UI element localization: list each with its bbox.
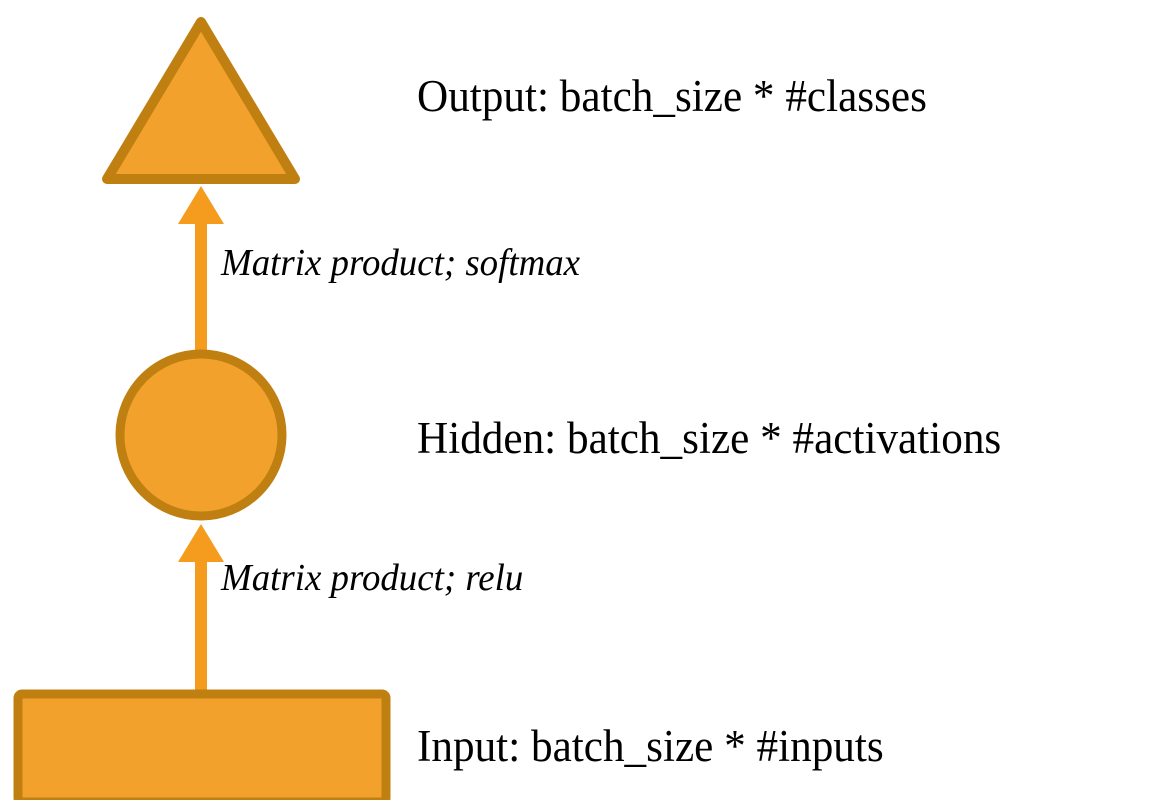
- node-label-hidden: Hidden: batch_size * #activations: [417, 413, 1002, 463]
- arrow-shaft-hidden-to-output: [195, 215, 207, 355]
- edge-input-to-hidden: [178, 524, 224, 703]
- edge-label-input-to-hidden: Matrix product; relu: [221, 557, 524, 599]
- edge-label-hidden-to-output: Matrix product; softmax: [221, 242, 580, 284]
- arrow-shaft-input-to-hidden: [195, 553, 207, 703]
- node-shape-output: [102, 17, 300, 184]
- up-arrow-icon-hidden-to-output: [178, 186, 224, 224]
- node-shape-input: [13, 689, 391, 800]
- node-label-input: Input: batch_size * #inputs: [417, 721, 884, 771]
- node-shape-hidden: [115, 349, 287, 521]
- up-arrow-icon-input-to-hidden: [178, 524, 224, 562]
- edge-hidden-to-output: [178, 186, 224, 355]
- node-label-output: Output: batch_size * #classes: [417, 71, 927, 121]
